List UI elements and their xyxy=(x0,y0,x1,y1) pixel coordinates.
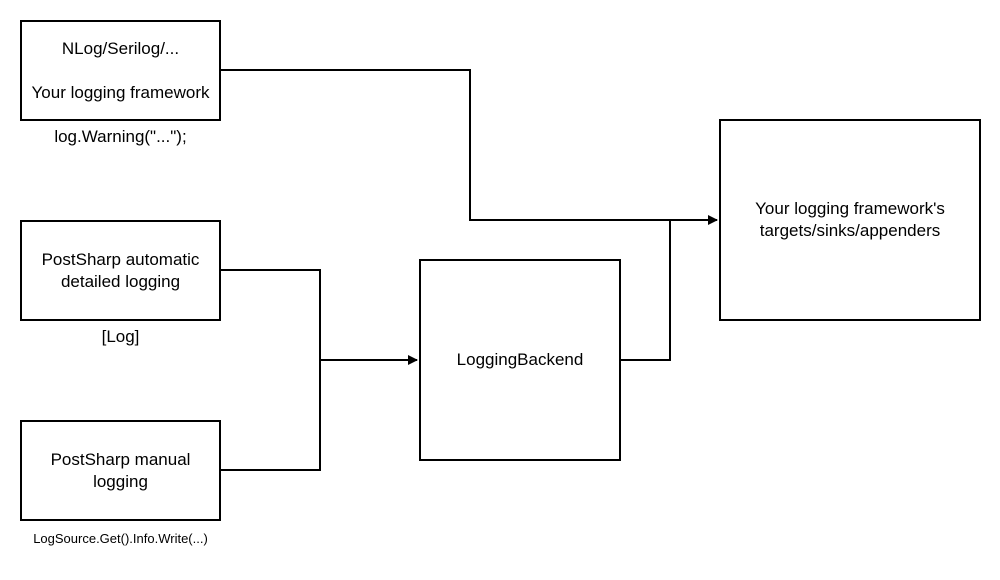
postsharp-auto-line1: PostSharp automatic xyxy=(41,249,200,269)
logging-backend-label: LoggingBackend xyxy=(456,350,584,369)
framework-desc: Your logging framework xyxy=(31,82,210,102)
postsharp-manual-line2: logging xyxy=(93,471,148,491)
targets-box: Your logging framework's targets/sinks/a… xyxy=(719,119,981,321)
postsharp-auto-box: PostSharp automatic detailed logging xyxy=(20,220,221,321)
connector-framework-to-targets xyxy=(220,69,718,225)
targets-line2: targets/sinks/appenders xyxy=(759,221,941,240)
connector-backend-to-targets xyxy=(620,220,671,361)
framework-box: NLog/Serilog/... Your logging framework xyxy=(20,20,221,121)
connector-manual-to-backend xyxy=(220,360,321,471)
logging-backend-box: LoggingBackend xyxy=(419,259,621,461)
targets-line1: Your logging framework's xyxy=(755,199,945,218)
postsharp-manual-box: PostSharp manual logging xyxy=(20,420,221,521)
postsharp-manual-line1: PostSharp manual xyxy=(50,449,191,469)
postsharp-auto-caption: [Log] xyxy=(101,327,140,346)
connector-auto-to-backend xyxy=(220,269,418,365)
postsharp-manual-caption: LogSource.Get().Info.Write(...) xyxy=(33,531,208,546)
postsharp-auto-line2: detailed logging xyxy=(60,271,181,291)
framework-caption: log.Warning("..."); xyxy=(54,127,187,146)
framework-name: NLog/Serilog/... xyxy=(61,38,180,58)
